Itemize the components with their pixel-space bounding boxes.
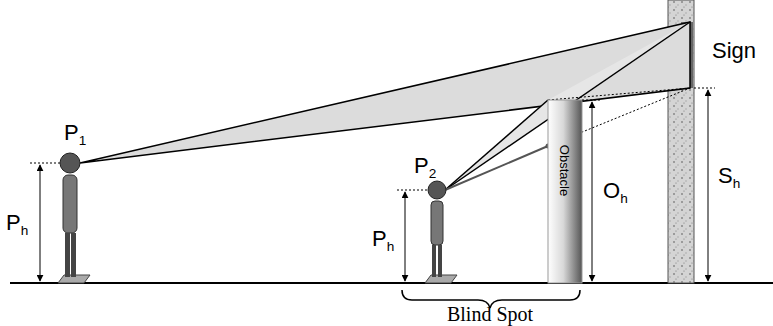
hidden-sight-line	[548, 88, 690, 100]
person-figure	[58, 153, 90, 283]
region-label: Blind Spot	[447, 304, 533, 324]
person-figure	[425, 181, 457, 283]
ground-line	[10, 282, 773, 284]
dimension-label: Ph	[6, 212, 28, 234]
part-name: Obstacle	[559, 144, 572, 195]
sight-line	[445, 100, 548, 190]
reference-line	[582, 100, 600, 101]
obstacle	[548, 100, 582, 283]
height-arrow	[40, 165, 41, 281]
part-name: Sign	[712, 40, 756, 62]
height-arrow	[405, 192, 406, 281]
dimension-label: Sh	[718, 165, 740, 187]
person-label: P1	[64, 122, 86, 144]
dimension-label: Ph	[372, 228, 394, 250]
dimension-label: Oh	[603, 180, 628, 202]
height-arrow	[708, 90, 709, 281]
sight-line	[445, 146, 548, 190]
person-label: P2	[414, 155, 436, 177]
height-arrow	[592, 102, 593, 281]
reference-line	[694, 88, 715, 89]
view-cone	[80, 22, 690, 163]
